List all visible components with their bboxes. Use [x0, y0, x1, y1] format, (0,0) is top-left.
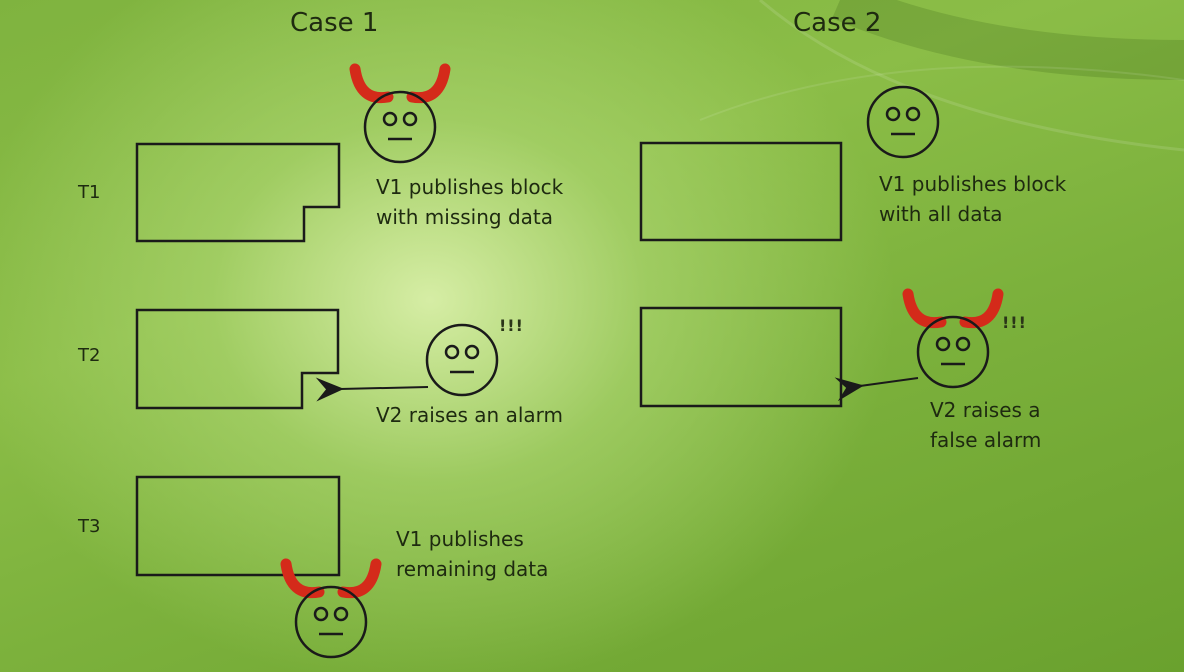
- case2-alarm-arrow: [834, 377, 919, 402]
- case2-t2-caption: V2 raises a false alarm: [930, 398, 1042, 452]
- devil-face-icon: [902, 288, 1004, 389]
- case1-t2-exclamation: !!!: [499, 316, 524, 335]
- case1-alarm-arrow: [315, 377, 429, 402]
- neutral-face-icon: [425, 323, 499, 397]
- case-2-heading: Case 2: [793, 8, 882, 38]
- row-label-t2: T2: [78, 345, 101, 366]
- neutral-face-icon: [866, 85, 940, 159]
- row-label-t3: T3: [78, 516, 101, 537]
- case1-t2-caption: V2 raises an alarm: [376, 403, 564, 427]
- devil-face-icon: [280, 558, 382, 659]
- case1-t3-block-complete: [135, 475, 341, 577]
- case2-t1-caption: V1 publishes block with all data: [879, 172, 1067, 226]
- case2-t2-block-complete: [639, 306, 843, 408]
- case1-t1-block-missing-data: [135, 142, 341, 243]
- case1-t2-block-missing-data: [135, 308, 340, 410]
- devil-face-icon: [349, 63, 451, 164]
- case2-t1-block-complete: [639, 141, 843, 242]
- case2-t2-exclamation: !!!: [1002, 313, 1027, 332]
- case1-t3-caption: V1 publishes remaining data: [396, 527, 549, 581]
- case-1-heading: Case 1: [290, 8, 379, 38]
- row-label-t1: T1: [78, 182, 101, 203]
- case1-t1-caption: V1 publishes block with missing data: [376, 175, 564, 229]
